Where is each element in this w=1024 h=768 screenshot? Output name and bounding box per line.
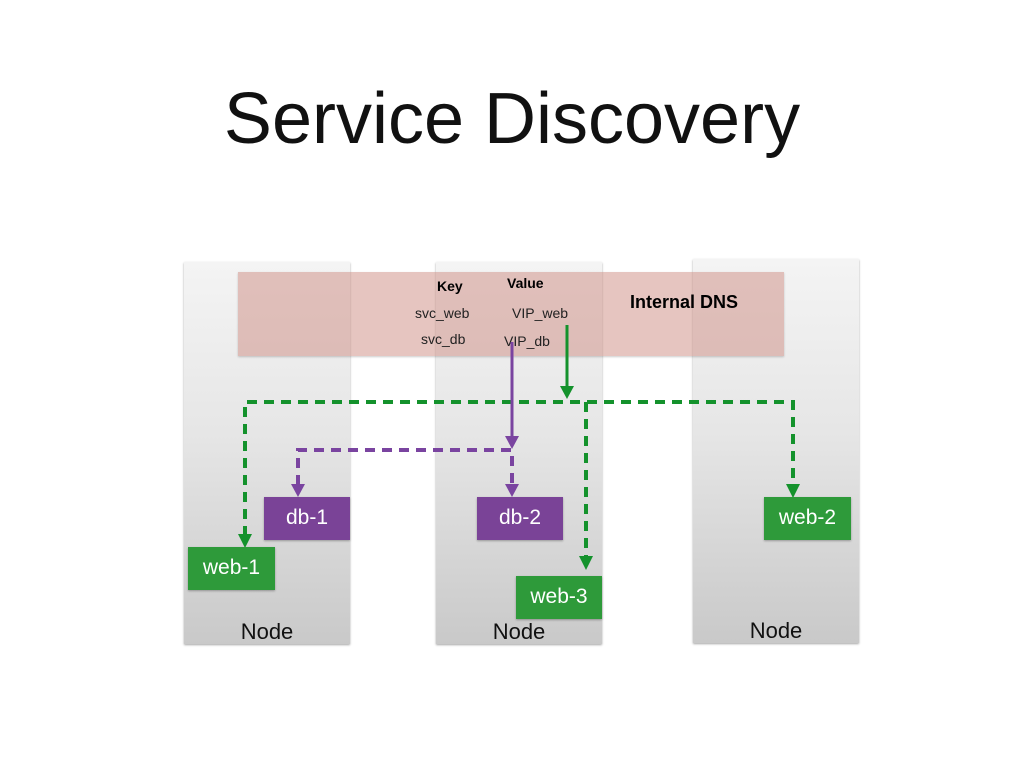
dns-title: Internal DNS [630,292,739,312]
db2-arrowhead [505,484,519,497]
db-lookup-arrowhead [505,436,519,449]
dns-value: VIP_db [504,333,550,349]
db-distribution-line [296,448,514,485]
dns-value-header: Value [507,275,544,291]
web2-arrowhead [786,484,800,498]
service-web-1: web-1 [188,547,275,590]
dns-value: VIP_web [512,305,569,321]
service-db-1: db-1 [264,497,350,540]
service-web-2: web-2 [764,497,851,540]
dns-key: svc_web [415,305,470,321]
dns-key: svc_db [421,331,466,347]
web-distribution-line [243,400,795,536]
web1-arrowhead [238,534,252,548]
node-label: Node [240,619,294,644]
db1-arrowhead [291,484,305,497]
service-web-3: web-3 [516,576,602,619]
dns-key-header: Key [437,278,463,294]
slide-title: Service Discovery [223,79,801,159]
service-db-2: db-2 [477,497,563,540]
node-label: Node [749,618,803,643]
web-lookup-arrowhead [560,386,574,399]
web3-arrowhead [579,556,593,570]
node-label: Node [492,619,546,644]
